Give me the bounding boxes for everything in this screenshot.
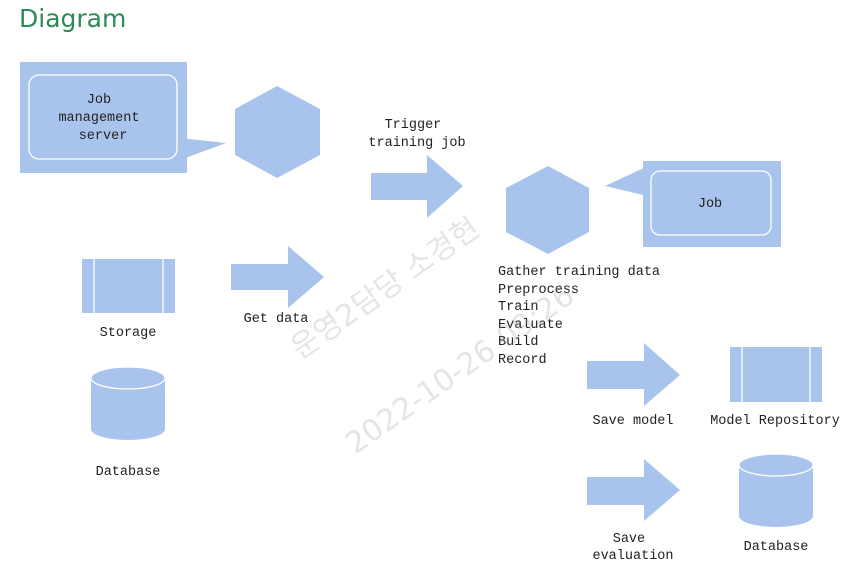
storage-label: Storage [100, 326, 157, 341]
database-left-label: Database [96, 465, 161, 480]
save-evaluation-line-2: evaluation [592, 549, 673, 564]
trigger-line-2: training job [368, 136, 465, 151]
step-train: Train [498, 300, 539, 315]
step-preprocess: Preprocess [498, 283, 579, 298]
trigger-line-1: Trigger [385, 118, 442, 133]
job-callout: Job [605, 161, 781, 247]
job-label: Job [698, 197, 722, 212]
watermark-line-1: 운영2담당 소경현 [285, 211, 487, 367]
database-left-icon [90, 366, 166, 440]
step-evaluate: Evaluate [498, 318, 563, 333]
svg-text:Gather training data Prepr: Gather training data Preprocess Train Ev… [498, 265, 668, 368]
hexagon-node-1 [235, 86, 320, 178]
database-right-label: Database [744, 540, 809, 555]
job-management-server-callout: Job management server [20, 62, 226, 173]
step-record: Record [498, 353, 547, 368]
page-title: Diagram [19, 4, 127, 33]
job-server-line-3: server [79, 129, 128, 144]
save-evaluation-line-1: Save [613, 532, 645, 547]
get-data-arrow [231, 246, 324, 308]
save-model-label: Save model [592, 414, 673, 429]
database-right-icon [738, 453, 814, 527]
storage-icon [82, 259, 175, 313]
svg-text:Job management ser: Job management server [58, 93, 147, 144]
model-repository-icon [730, 347, 822, 402]
get-data-label: Get data [244, 312, 309, 327]
model-repository-label: Model Repository [710, 414, 840, 429]
save-evaluation-arrow [587, 459, 680, 521]
trigger-arrow [371, 155, 463, 218]
save-model-arrow [587, 343, 680, 406]
job-server-line-2: management [58, 111, 139, 126]
step-gather: Gather training data [498, 265, 660, 280]
svg-text:Save evaluation: Save evaluation [592, 532, 673, 564]
job-server-line-1: Job [87, 93, 111, 108]
step-build: Build [498, 335, 539, 350]
hexagon-node-2 [506, 166, 589, 254]
svg-text:Trigger training job: Trigger training job [368, 118, 465, 151]
